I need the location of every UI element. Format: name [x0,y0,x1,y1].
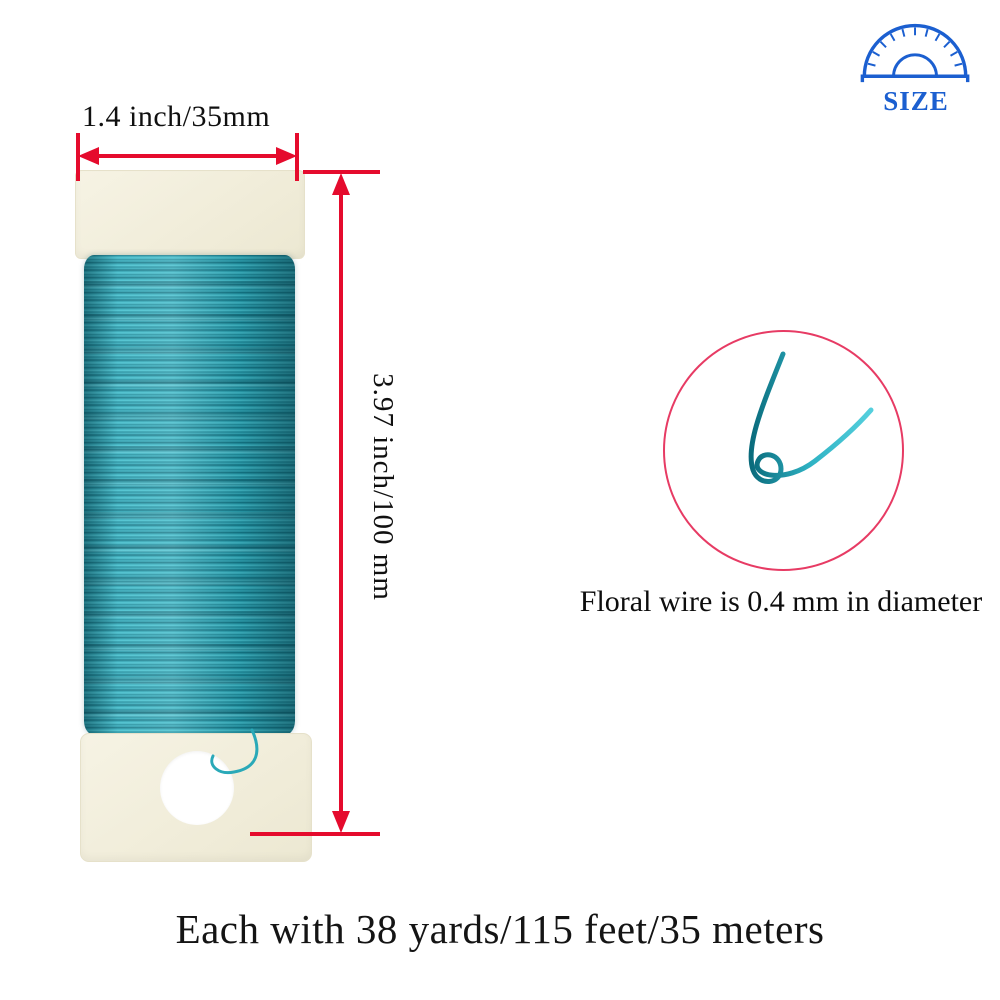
wire-detail-circle [663,330,904,571]
protractor-icon [860,23,970,83]
wire-coil [84,255,295,735]
size-label: SIZE [883,86,949,116]
length-caption: Each with 38 yards/115 feet/35 meters [175,906,825,952]
spool-top-flange [75,170,305,259]
spool-hole [160,751,234,825]
height-dimension-label: 3.97 inch/100 mm [367,373,399,601]
width-dimension-label: 1.4 inch/35mm [82,100,271,133]
magnified-wire-icon [748,351,874,484]
wire-diameter-caption: Floral wire is 0.4 mm in diameter [579,585,983,618]
